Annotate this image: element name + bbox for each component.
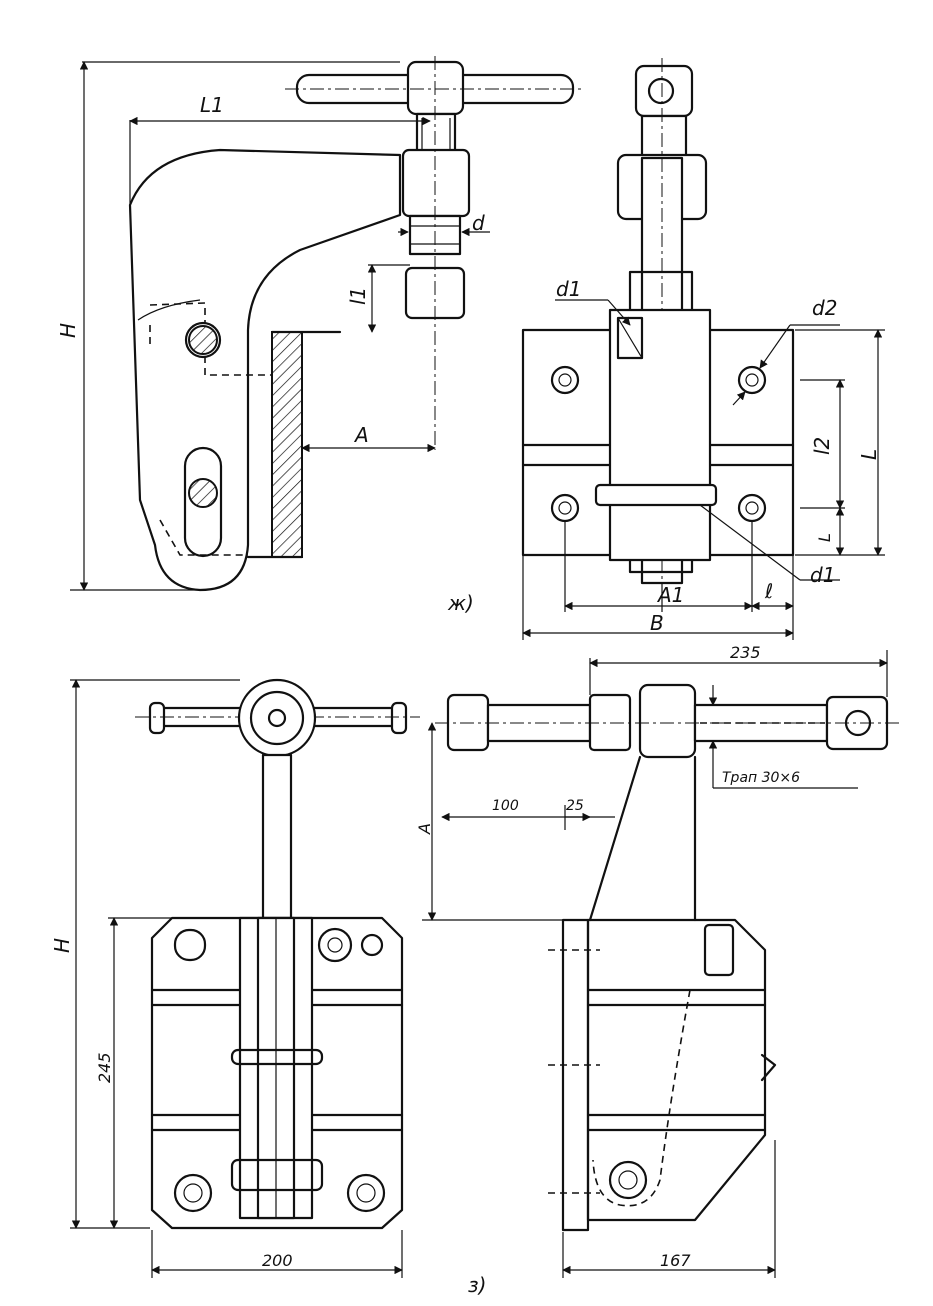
label-100: 100 <box>492 798 519 814</box>
label-d2: d2 <box>812 296 837 320</box>
label-235: 235 <box>730 643 761 662</box>
label-B: B <box>650 611 664 635</box>
view-zh-front: L l2 L d2 d1 d1 A1 ℓ B <box>521 58 885 640</box>
label-l-small: L <box>815 533 834 542</box>
view-z-front: H 245 200 з) <box>50 678 486 1297</box>
label-A-zh: A <box>353 423 369 447</box>
label-d1-bottom: d1 <box>810 563 835 587</box>
label-d: d <box>472 211 485 235</box>
label-A1: A1 <box>656 583 684 607</box>
label-A-z: A <box>415 823 434 835</box>
label-25: 25 <box>566 798 584 814</box>
view-z-side: 235 Трап 30×6 A 100 25 167 <box>415 643 900 1278</box>
label-200: 200 <box>262 1251 293 1270</box>
label-H-z: H <box>50 938 74 953</box>
caption-z: з) <box>468 1273 486 1297</box>
label-L-zh: L <box>857 449 881 460</box>
label-H-zh: H <box>56 323 80 338</box>
label-L1: L1 <box>200 93 224 117</box>
label-l2: l2 <box>810 437 834 455</box>
label-167: 167 <box>660 1251 691 1270</box>
label-l: ℓ <box>764 579 773 603</box>
label-245: 245 <box>95 1052 114 1083</box>
label-d1-top: d1 <box>556 277 581 301</box>
label-thread: Трап 30×6 <box>722 770 800 786</box>
caption-zh: ж) <box>447 591 474 615</box>
label-l1: l1 <box>346 287 370 305</box>
view-zh-side: H L1 d l1 A ж) <box>56 56 585 615</box>
